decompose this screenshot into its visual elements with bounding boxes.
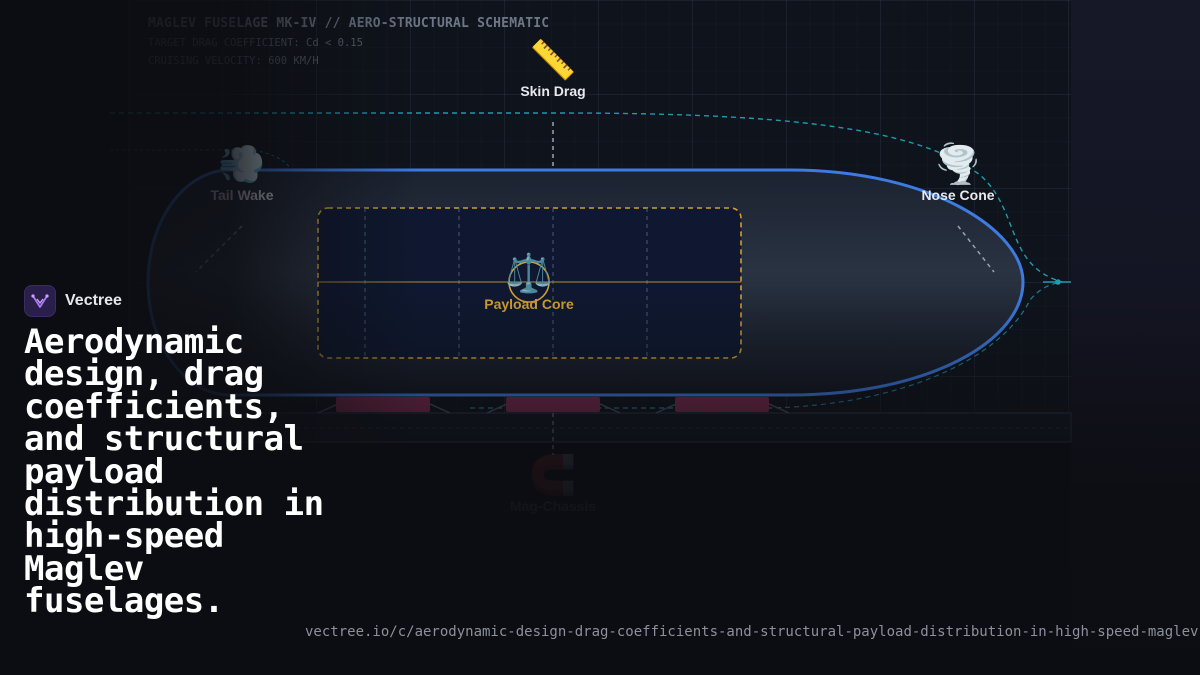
tail-wake-label: Tail Wake (210, 187, 274, 203)
levitation-pad-3 (675, 397, 769, 412)
levitation-pad-2 (506, 397, 600, 412)
vectree-logo-mark (31, 294, 49, 308)
vectree-logo-icon (24, 285, 56, 317)
skin-drag-marker: 📏 Skin Drag (483, 38, 623, 99)
brand: Vectree (24, 285, 122, 317)
levitation-pads (317, 397, 790, 414)
payload-core-label: Payload Core (484, 296, 574, 312)
brand-name: Vectree (65, 292, 122, 309)
nose-flow-dot (1055, 279, 1061, 285)
tornado-icon: 🌪️ (934, 142, 982, 186)
ruler-icon: 📏 (529, 38, 577, 82)
wind-icon: 💨 (218, 142, 266, 186)
headline: Aerodynamic design, drag coefficients, a… (24, 322, 324, 622)
magnet-icon: 🧲 (529, 453, 577, 497)
mag-chassis-marker: 🧲 Mag-Chassis (483, 453, 623, 514)
nose-cone-label: Nose Cone (921, 187, 995, 203)
scales-icon: ⚖️ (505, 251, 553, 295)
skin-drag-label: Skin Drag (520, 83, 586, 99)
mag-chassis-label: Mag-Chassis (509, 498, 597, 514)
nose-cone-marker: 🌪️ Nose Cone (888, 142, 1028, 203)
payload-core-marker: ⚖️ Payload Core (459, 251, 599, 312)
tail-wake-marker: 💨 Tail Wake (172, 142, 312, 203)
page-url[interactable]: vectree.io/c/aerodynamic-design-drag-coe… (305, 624, 1200, 640)
